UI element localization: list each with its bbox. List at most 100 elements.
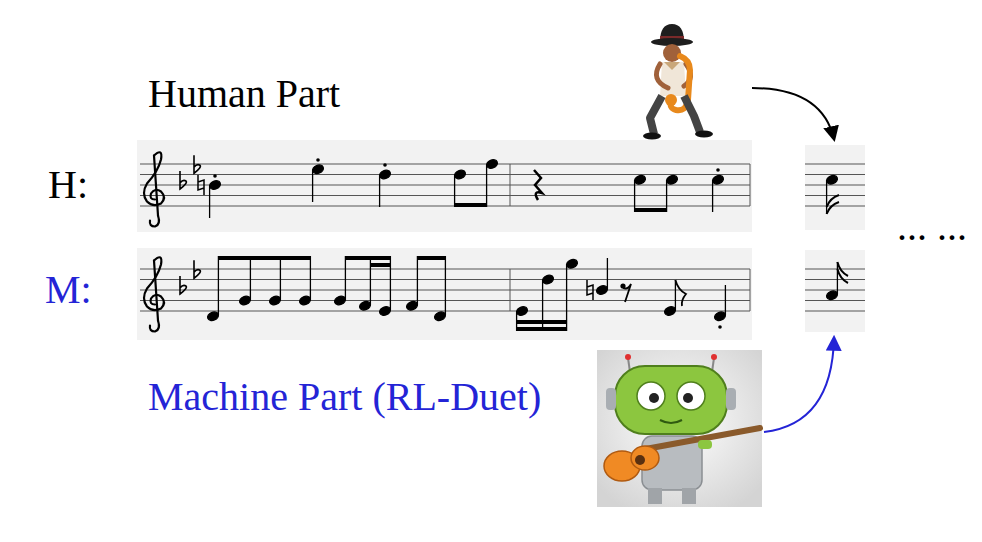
robot-guitarist [682, 488, 696, 504]
next-note-human [825, 174, 839, 214]
human-staff [140, 164, 750, 165]
saxophone-player [656, 64, 668, 88]
machine-output-arrow [764, 338, 834, 432]
robot-guitarist [615, 366, 727, 434]
robot-guitarist [597, 350, 762, 507]
machine-staff [417, 256, 418, 305]
saxophone-player [650, 96, 662, 134]
machine-staff [378, 305, 391, 317]
saxophone-player [695, 131, 713, 138]
next-note-machine [805, 300, 865, 301]
machine-staff [238, 295, 251, 307]
next-note-human [826, 180, 827, 214]
next-note-human [805, 164, 865, 165]
human-staff [379, 175, 380, 207]
saxophone-player [664, 62, 680, 70]
robot-guitarist [640, 428, 760, 450]
next-note-machine [837, 269, 848, 283]
next-note-machine [805, 279, 865, 280]
robot-guitarist [711, 354, 717, 360]
human-staff [485, 158, 498, 170]
human-staff [180, 171, 186, 189]
saxophone-player [643, 133, 661, 140]
part-title: Machine Part (RL-Duet) [148, 374, 541, 420]
next-note-machine [825, 262, 848, 301]
human-staff [213, 174, 217, 178]
machine-staff [206, 310, 219, 322]
robot-guitarist [726, 388, 736, 410]
human-staff [209, 186, 210, 218]
human-staff [208, 179, 221, 191]
next-note-human [805, 174, 865, 175]
next-note-machine [805, 269, 865, 270]
human-staff [383, 163, 387, 167]
next-note-machine [805, 311, 865, 312]
human-staff [140, 164, 750, 206]
machine-staff [310, 256, 311, 300]
saxophone-player [660, 62, 686, 96]
machine-staff [510, 269, 511, 311]
human-staff [534, 170, 542, 200]
machine-staff [218, 256, 219, 315]
machine-staff [713, 310, 726, 322]
human-staff [750, 164, 751, 206]
next-note-human [825, 174, 838, 186]
human-staff [140, 185, 750, 186]
part-title: Human Part [148, 71, 340, 117]
human-staff [486, 165, 487, 207]
saxophone-player [665, 94, 677, 106]
next-note-human [805, 206, 865, 207]
saxophone-player [684, 96, 700, 132]
machine-staff [675, 280, 686, 306]
robot-guitarist [597, 350, 762, 507]
robot-guitarist [631, 446, 659, 470]
human-staff [378, 169, 391, 181]
robot-guitarist [635, 455, 645, 465]
human-staff [634, 180, 635, 212]
saxophone-player [643, 24, 713, 140]
next-note-machine [805, 250, 865, 332]
machine-staff [663, 305, 676, 317]
machine-staff [516, 320, 567, 324]
human-input-arrow [752, 88, 834, 139]
machine-staff [445, 256, 446, 315]
next-note-human [805, 145, 865, 230]
robot-guitarist [648, 488, 662, 504]
machine-staff [298, 295, 311, 307]
machine-staff [405, 300, 418, 312]
robot-guitarist [649, 393, 659, 403]
machine-staff [607, 258, 608, 289]
human-staff [140, 174, 750, 175]
machine-staff [417, 256, 446, 260]
human-staff [712, 180, 713, 212]
human-staff [137, 140, 752, 232]
machine-staff [345, 256, 346, 300]
machine-staff [218, 256, 311, 260]
machine-staff [206, 256, 726, 331]
machine-staff [370, 263, 391, 267]
human-staff [198, 175, 204, 195]
next-note-human [805, 185, 865, 186]
machine-staff [345, 256, 391, 260]
machine-staff [194, 260, 200, 278]
human-staff [454, 175, 455, 207]
human-staff [665, 174, 678, 186]
human-staff [137, 140, 752, 232]
machine-staff [137, 248, 752, 340]
saxophone-player [663, 44, 681, 62]
human-staff [716, 168, 720, 172]
machine-staff [515, 305, 528, 317]
human-staff [311, 163, 324, 175]
machine-staff [180, 276, 186, 294]
machine-staff [541, 274, 554, 286]
next-note-machine [805, 250, 865, 332]
machine-staff [587, 280, 593, 300]
human-staff [453, 169, 466, 181]
machine-staff [595, 284, 608, 296]
machine-staff [750, 269, 751, 311]
next-note-human [805, 145, 865, 230]
robot-guitarist [660, 420, 682, 423]
machine-staff [433, 310, 446, 322]
